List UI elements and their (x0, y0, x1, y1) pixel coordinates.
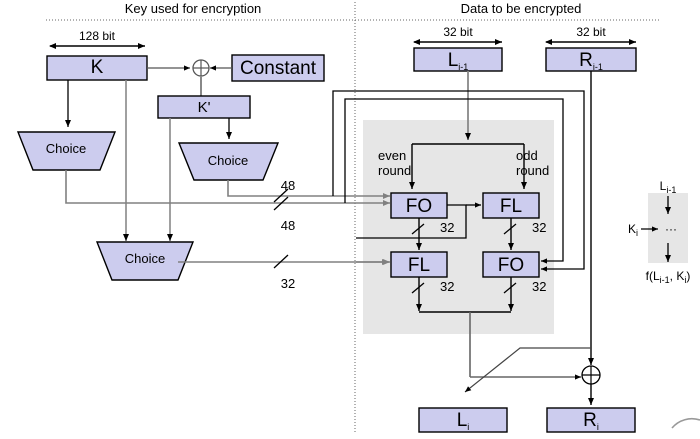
box-constant (231, 54, 325, 82)
box-k-prime-label: K' (198, 99, 211, 116)
choice-left (16, 131, 117, 171)
dim-label-left-32: 32 bit (443, 25, 473, 39)
bus-tick-48-lower (273, 196, 289, 211)
box-fo-odd-label: FO (498, 255, 524, 276)
label-odd-mid-32: 32 (532, 220, 546, 235)
even-round-label-1: even (378, 148, 406, 163)
choice-bottom (95, 241, 195, 281)
label-odd-out-32: 32 (532, 279, 546, 294)
box-fl-even-label: FL (408, 255, 430, 276)
title-left: Key used for encryption (125, 1, 262, 16)
even-round-label-2: round (378, 163, 411, 178)
tick-odd-mid (503, 223, 517, 235)
box-r-in-label: Ri-1 (579, 50, 603, 72)
title-right: Data to be encrypted (461, 1, 582, 16)
box-r-out (546, 407, 636, 433)
box-l-in (413, 47, 503, 72)
box-l-in-label: Li-1 (448, 50, 469, 72)
tick-odd-out (503, 282, 517, 294)
odd-round-label-1: odd (516, 148, 538, 163)
label-even-mid-32: 32 (440, 220, 454, 235)
box-constant-label: Constant (240, 58, 317, 79)
round-region-background (363, 120, 554, 334)
box-fo-even-label: FO (406, 196, 432, 217)
bus-tick-32 (273, 254, 289, 269)
dim-label-right-32: 32 bit (576, 25, 606, 39)
box-fl-odd-label: FL (500, 196, 522, 217)
odd-round-label-2: round (516, 163, 549, 178)
box-k-prime (157, 95, 251, 119)
corner-arc (671, 417, 700, 429)
wire-choiceright-to-fo (227, 180, 390, 199)
legend-key-label: Ki (628, 222, 638, 238)
choice-right-label: Choice (208, 153, 248, 168)
tick-even-out (411, 282, 425, 294)
box-k (46, 55, 148, 81)
box-k-label: K (91, 57, 104, 78)
tick-even-mid (411, 223, 425, 235)
dim-label-128: 128 bit (79, 29, 116, 43)
feedback-loop-outer (332, 90, 585, 272)
bus-label-32: 32 (281, 276, 295, 291)
legend-output-label: f(Li-1, Ki) (646, 269, 691, 285)
box-l-out (418, 407, 508, 433)
legend-ellipsis: ··· (665, 222, 677, 236)
choice-left-label: Choice (46, 141, 86, 156)
box-r-out-label: Ri (583, 410, 599, 432)
legend-input-label: Li-1 (660, 179, 677, 195)
wire-crossover-to-li (464, 347, 591, 393)
wire-cross-fo-to-fl (356, 204, 467, 239)
bus-label-48-lower: 48 (281, 218, 295, 233)
bus-label-48-upper: 48 (281, 178, 295, 193)
choice-right (177, 142, 280, 181)
choice-bottom-label: Choice (125, 251, 165, 266)
label-even-out-32: 32 (440, 279, 454, 294)
bus-tick-48-upper (273, 188, 289, 203)
box-l-out-label: Li (457, 410, 470, 432)
feedback-loop-inner (344, 98, 564, 264)
